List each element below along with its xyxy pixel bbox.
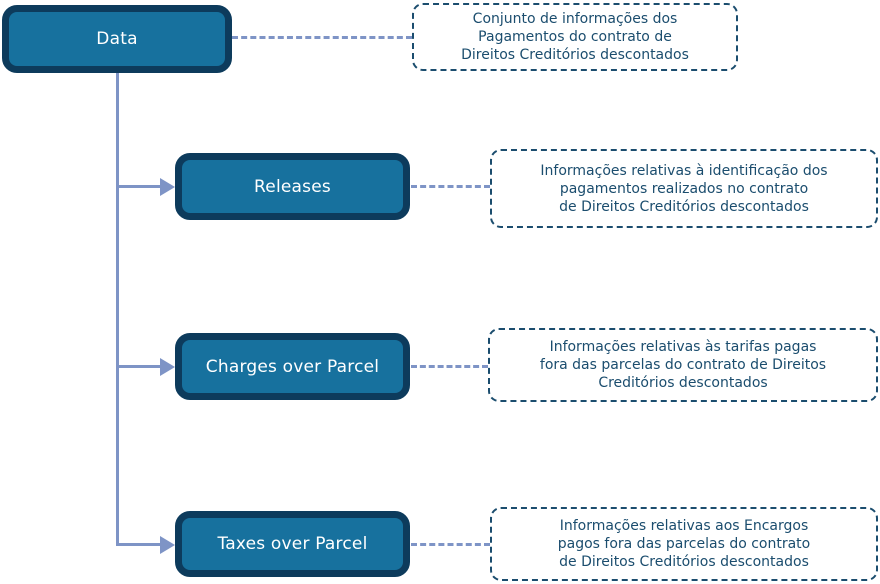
- arrowhead-icon-releases: [160, 177, 175, 196]
- node-releases-label: Releases: [254, 176, 331, 197]
- note-taxes-line-3: de Direitos Creditórios descontados: [559, 554, 809, 570]
- branch-line-charges: [116, 365, 162, 368]
- note-connector-releases: [411, 185, 490, 188]
- node-data-label: Data: [96, 29, 138, 49]
- note-charges-line-1: Informações relativas às tarifas pagas: [549, 339, 817, 355]
- node-charges-over-parcel-label: Charges over Parcel: [205, 356, 380, 377]
- note-releases: Informações relativas à identificação do…: [490, 149, 878, 228]
- arrowhead-icon-taxes: [160, 535, 175, 554]
- node-taxes-over-parcel: Taxes over Parcel: [175, 511, 410, 577]
- note-releases-line-3: de Direitos Creditórios descontados: [559, 198, 809, 215]
- tree-trunk-line: [116, 72, 119, 546]
- node-taxes-over-parcel-label: Taxes over Parcel: [217, 534, 368, 554]
- note-releases-line-1: Informações relativas à identificação do…: [540, 162, 828, 179]
- note-releases-line-2: pagamentos realizados no contrato: [559, 180, 809, 197]
- note-charges-line-2: fora das parcelas do contrato de Direito…: [539, 357, 827, 373]
- node-releases: Releases: [175, 153, 410, 220]
- note-data: Conjunto de informações dos Pagamentos d…: [412, 3, 738, 71]
- note-charges-over-parcel: Informações relativas às tarifas pagas f…: [488, 328, 878, 402]
- note-data-line-1: Conjunto de informações dos: [472, 11, 678, 27]
- note-taxes-line-2: pagos fora das parcelas do contrato: [557, 536, 811, 552]
- note-data-line-2: Pagamentos do contrato de: [478, 29, 672, 45]
- note-connector-taxes: [411, 543, 490, 546]
- branch-line-taxes: [116, 543, 162, 546]
- note-data-line-3: Direitos Creditórios descontados: [461, 47, 689, 63]
- node-data: Data: [2, 5, 232, 73]
- arrowhead-icon-charges: [160, 357, 175, 376]
- note-connector-charges: [411, 365, 488, 368]
- branch-line-releases: [116, 185, 162, 188]
- note-taxes-line-1: Informações relativas aos Encargos: [559, 518, 809, 534]
- note-charges-line-3: Creditórios descontados: [598, 375, 768, 391]
- node-charges-over-parcel: Charges over Parcel: [175, 333, 410, 400]
- note-connector-data: [232, 36, 412, 39]
- note-taxes-over-parcel: Informações relativas aos Encargos pagos…: [490, 507, 878, 581]
